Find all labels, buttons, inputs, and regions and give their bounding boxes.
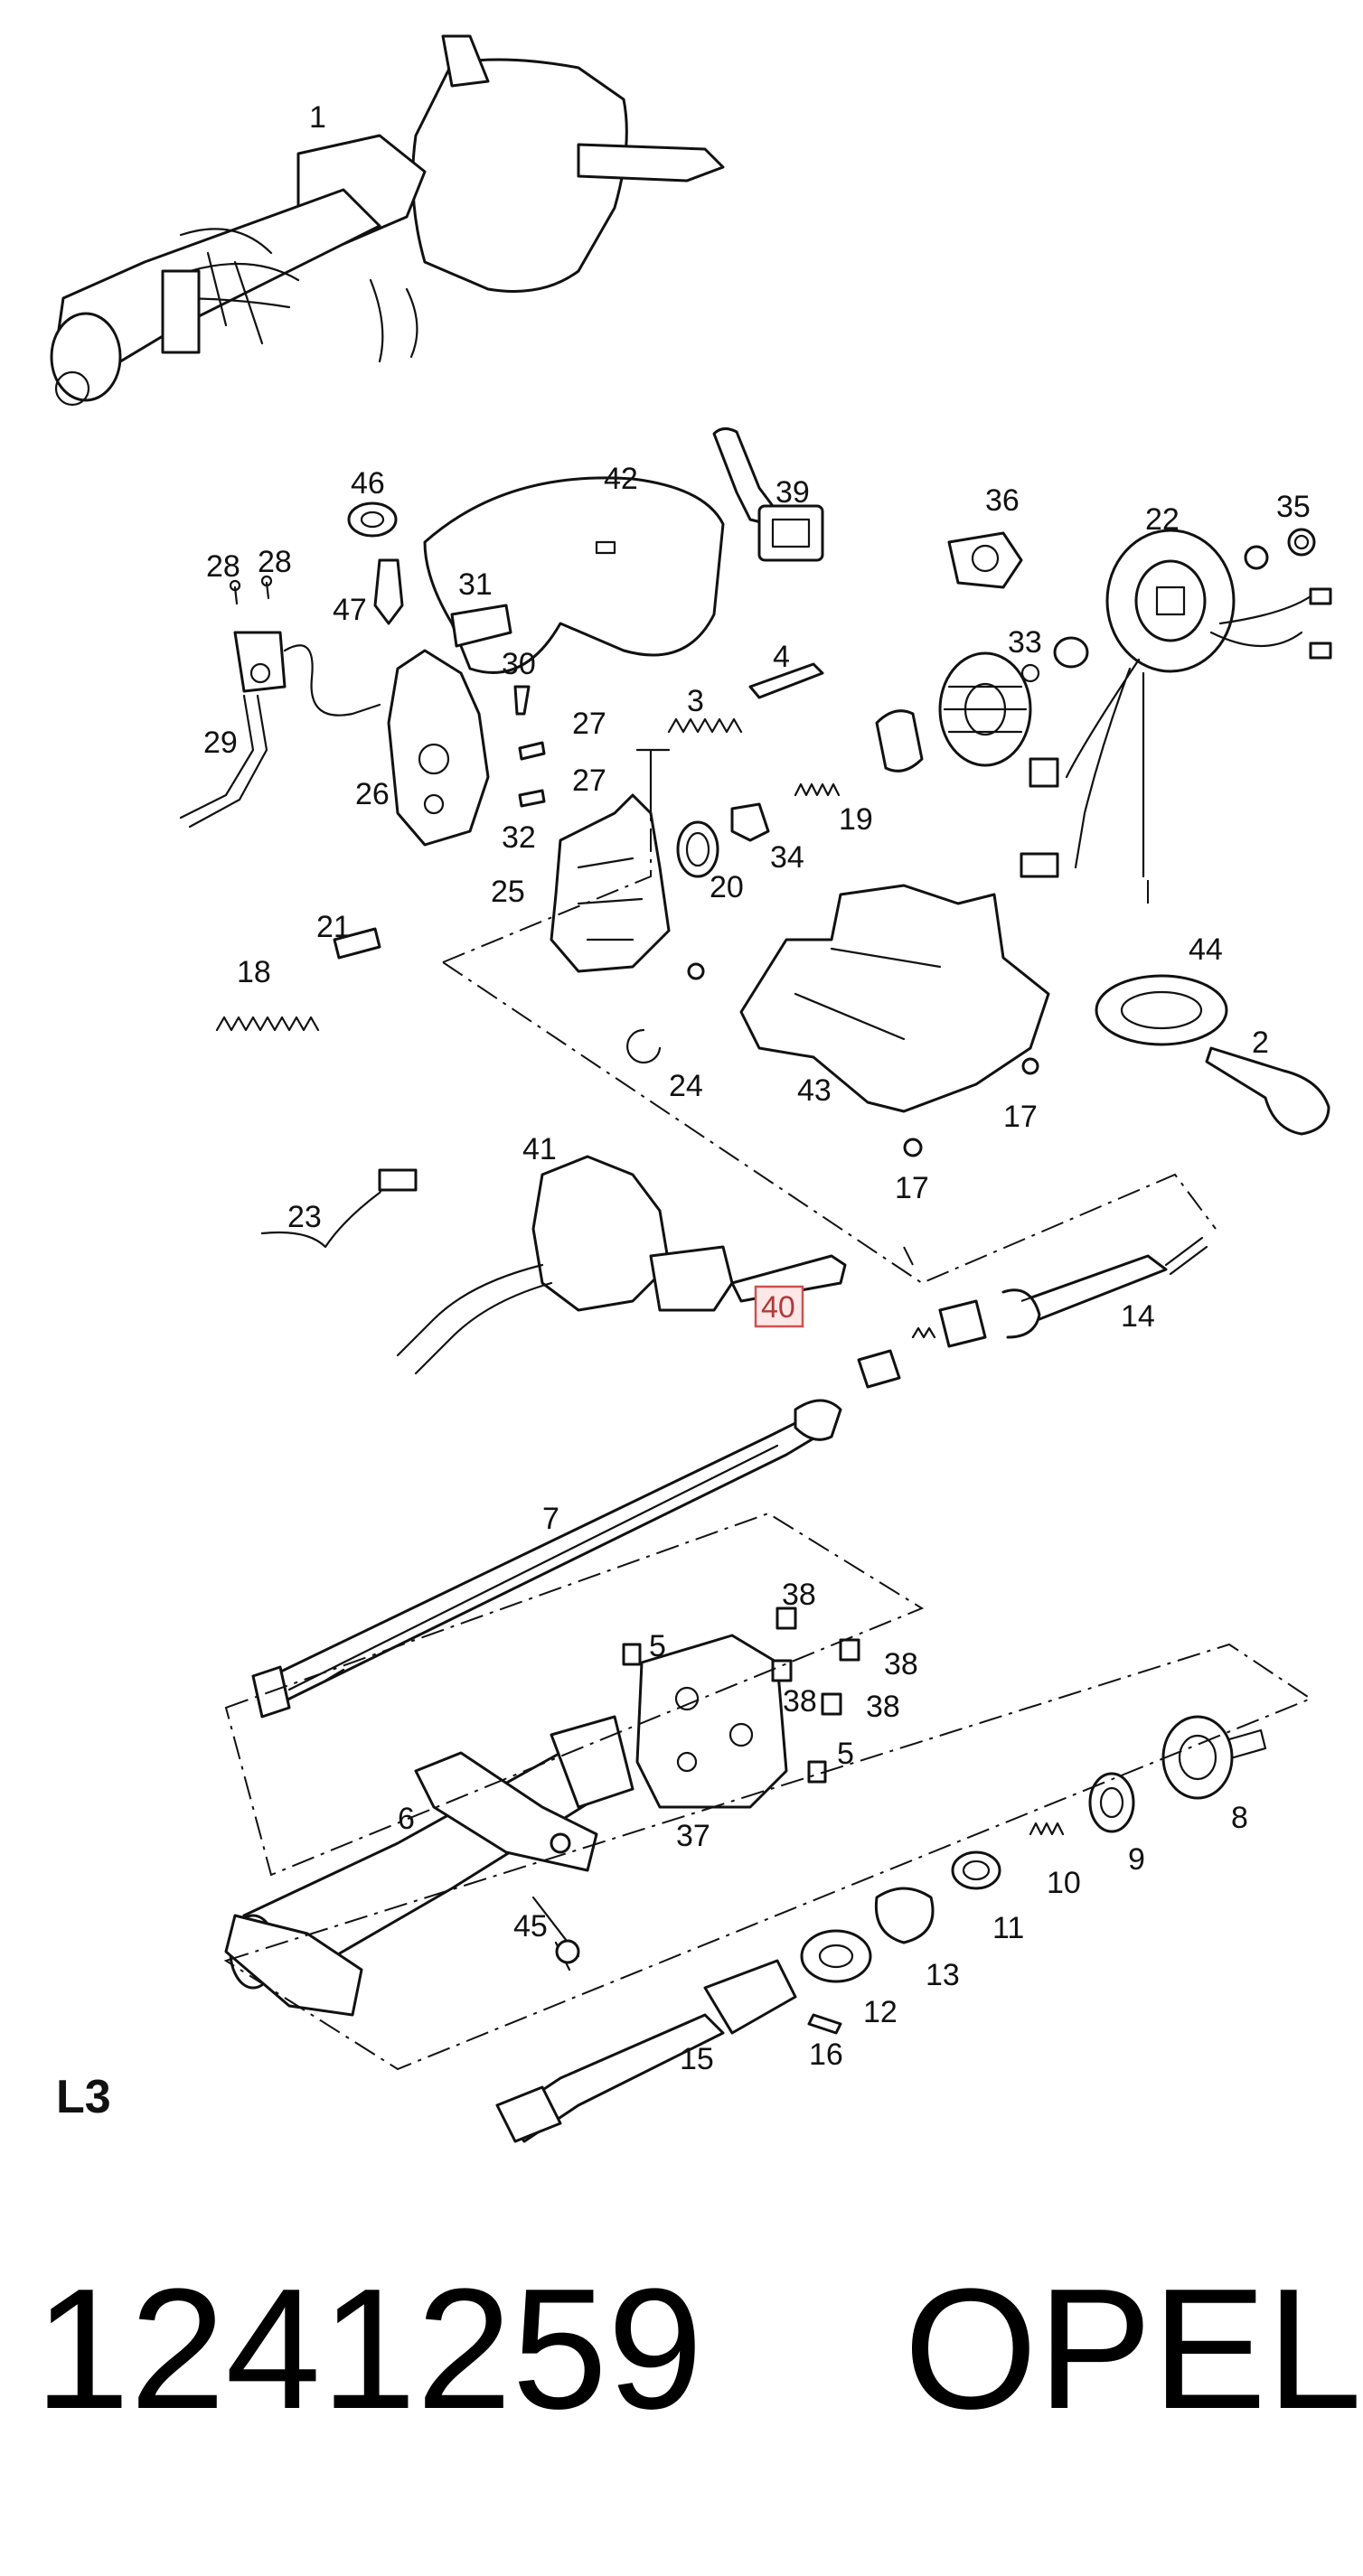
- callout-38c: 38: [783, 1684, 817, 1719]
- upper-shaft-14: [857, 1236, 1208, 1389]
- highlight-box-40: [754, 1285, 804, 1328]
- part-number: 1241259: [34, 2253, 703, 2445]
- callout-28b: 28: [258, 545, 292, 579]
- callout-9: 9: [1128, 1842, 1145, 1877]
- lower-bearing-stack: [800, 1715, 1267, 2035]
- steering-column-assembly: [50, 34, 725, 407]
- callout-38d: 38: [866, 1690, 900, 1724]
- callout-25: 25: [491, 875, 525, 909]
- callout-29: 29: [203, 726, 238, 760]
- callout-44: 44: [1189, 932, 1223, 967]
- small-fasteners-left: [229, 501, 546, 808]
- callout-31: 31: [458, 567, 493, 602]
- callout-5b: 5: [837, 1737, 854, 1771]
- callout-4: 4: [773, 640, 790, 674]
- callout-20: 20: [710, 870, 744, 904]
- combination-switch-41: [260, 1155, 847, 1375]
- callout-38a: 38: [782, 1578, 816, 1612]
- callout-17a: 17: [1003, 1100, 1038, 1134]
- callout-34: 34: [770, 840, 804, 875]
- brand-name: OPEL: [904, 2253, 1362, 2445]
- callout-24: 24: [669, 1069, 703, 1103]
- callout-46: 46: [351, 466, 385, 501]
- callout-15: 15: [680, 2042, 714, 2076]
- callout-33: 33: [1008, 625, 1042, 660]
- callout-14: 14: [1121, 1299, 1155, 1334]
- callout-10: 10: [1047, 1866, 1081, 1900]
- callout-42: 42: [604, 462, 638, 496]
- callout-16: 16: [809, 2037, 843, 2072]
- callout-28a: 28: [206, 549, 240, 584]
- callout-41: 41: [522, 1132, 557, 1166]
- clock-spring-22: [947, 528, 1332, 878]
- wiper-stalk-39: [712, 427, 824, 562]
- callout-32: 32: [502, 820, 536, 855]
- callout-23: 23: [287, 1200, 322, 1234]
- callout-12: 12: [863, 1995, 898, 2029]
- column-tube-6: [224, 1715, 634, 2017]
- callout-40[interactable]: 40: [761, 1290, 795, 1325]
- switch-housing-25: [550, 782, 841, 980]
- callout-1: 1: [309, 100, 326, 135]
- leader-lines: [223, 750, 1313, 2071]
- callout-27b: 27: [572, 763, 606, 798]
- spring-18-pin-21: [215, 927, 381, 1032]
- callout-2: 2: [1252, 1026, 1269, 1060]
- rotor-gear: [875, 636, 1089, 773]
- callout-21: 21: [316, 910, 351, 944]
- callout-5a: 5: [649, 1629, 666, 1663]
- callout-37: 37: [676, 1819, 710, 1853]
- gear-knob-44-2: [1095, 671, 1330, 1136]
- callout-11: 11: [992, 1911, 1024, 1945]
- callout-47: 47: [333, 593, 367, 627]
- callout-39: 39: [776, 475, 810, 510]
- callout-45: 45: [513, 1909, 548, 1944]
- lower-shaft-15: [495, 1959, 797, 2143]
- callout-8: 8: [1231, 1801, 1248, 1835]
- callout-36: 36: [985, 483, 1020, 518]
- callout-13: 13: [926, 1958, 960, 1992]
- callout-3: 3: [687, 684, 704, 718]
- lock-housing-26: [387, 649, 490, 847]
- callout-30: 30: [502, 647, 536, 681]
- callout-labels: 1 2 3 4 5 5 6 7 8 9 10 11 12 13 14 15 16…: [203, 100, 1311, 2076]
- spring-3-pin-4: [635, 662, 824, 869]
- bracket-37: [622, 1606, 860, 1809]
- callout-35: 35: [1276, 490, 1311, 524]
- callout-38b: 38: [884, 1647, 918, 1681]
- callout-18: 18: [237, 955, 271, 989]
- callout-6: 6: [398, 1802, 415, 1836]
- callout-43: 43: [797, 1073, 832, 1108]
- callout-26: 26: [355, 777, 390, 811]
- lower-shroud-43: [739, 884, 1050, 1157]
- callout-19: 19: [839, 802, 873, 837]
- callout-7: 7: [542, 1502, 559, 1536]
- callout-22: 22: [1145, 502, 1180, 537]
- callout-17b: 17: [895, 1171, 929, 1205]
- circlip-24: [626, 1028, 662, 1064]
- ignition-wire-29: [179, 631, 381, 829]
- section-code-label: L3: [56, 2071, 111, 2123]
- callout-27a: 27: [572, 707, 606, 741]
